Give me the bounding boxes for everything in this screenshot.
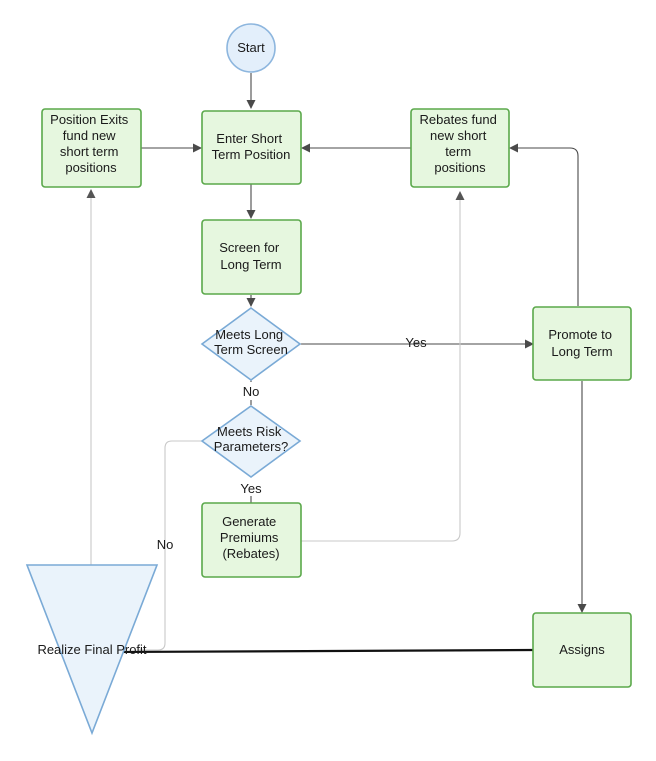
node-rebates-fund: Rebates fund new short term positions	[410, 108, 510, 188]
svg-text:Position Exits fund new: Position Exits fund new short term posit…	[50, 112, 132, 175]
svg-text:Meets Risk Parameters?: Meets Risk Parameters?	[214, 424, 288, 454]
node-generate-premiums-label-1: Premiums	[220, 530, 279, 545]
node-meets-long-label-1: Term Screen	[214, 342, 288, 357]
node-rebates-fund-label-2: term	[445, 144, 471, 159]
node-start-label-0: Start	[237, 40, 265, 55]
edge-assigns-to-realize	[117, 648, 534, 654]
node-generate-premiums-label-2: (Rebates)	[222, 546, 279, 561]
edge-generate-to-rebates	[301, 191, 465, 542]
svg-text:Promote to Long Term: Promote to Long Term	[548, 327, 615, 359]
svg-text:Realize Final Profit: Realize Final Profit	[37, 642, 146, 657]
node-realize-profit: Realize Final Profit	[25, 564, 159, 736]
node-position-exits-label-0: Position Exits	[50, 112, 129, 127]
node-promote-long: Promote to Long Term	[532, 306, 632, 381]
node-position-exits-label-1: fund new	[63, 128, 116, 143]
node-generate-premiums: Generate Premiums (Rebates)	[201, 502, 302, 578]
edge-meetsrisk-to-realize	[138, 440, 206, 651]
svg-text:Start: Start	[237, 40, 265, 55]
node-promote-long-label-1: Long Term	[551, 344, 612, 359]
node-meets-risk-label-1: Parameters?	[214, 439, 288, 454]
node-meets-risk: Meets Risk Parameters?	[200, 405, 302, 478]
node-meets-risk-label-0: Meets Risk	[217, 424, 282, 439]
svg-text:Screen for Long Term: Screen for Long Term	[219, 240, 283, 272]
edge-label-yes-risk: Yes	[240, 481, 262, 496]
node-screen-long-label-0: Screen for	[219, 240, 280, 255]
node-enter-short-label-0: Enter Short	[216, 131, 282, 146]
node-start: Start	[226, 23, 276, 73]
node-generate-premiums-label-0: Generate	[222, 514, 276, 529]
node-assigns-label-0: Assigns	[559, 642, 605, 657]
svg-text:Rebates fund new short: Rebates fund new short term positions	[420, 112, 501, 175]
node-meets-long: Meets Long Term Screen	[200, 307, 302, 381]
svg-text:Assigns: Assigns	[559, 642, 605, 657]
edge-label-no-risk: No	[157, 537, 174, 552]
node-screen-long-label-1: Long Term	[220, 257, 281, 272]
node-realize-profit-label-0: Realize Final Profit	[37, 642, 146, 657]
node-position-exits-label-2: short term	[60, 144, 119, 159]
svg-text:Generate Premiums: Generate Premiums (Rebates)	[220, 514, 282, 561]
edge-promote-to-rebates	[509, 143, 579, 306]
node-enter-short: Enter Short Term Position	[201, 110, 302, 185]
node-rebates-fund-label-1: new short	[430, 128, 487, 143]
edge-label-no-long: No	[243, 384, 260, 399]
node-meets-long-label-0: Meets Long	[215, 327, 283, 342]
node-assigns: Assigns	[532, 612, 632, 688]
node-position-exits-label-3: positions	[65, 160, 117, 175]
node-position-exits: Position Exits fund new short term posit…	[41, 108, 142, 188]
node-screen-long: Screen for Long Term	[201, 219, 302, 295]
node-promote-long-label-0: Promote to	[548, 327, 612, 342]
edge-label-yes-long: Yes	[405, 335, 427, 350]
node-rebates-fund-label-0: Rebates fund	[420, 112, 497, 127]
svg-text:Enter Short Term Positio: Enter Short Term Position	[212, 131, 291, 162]
node-rebates-fund-label-3: positions	[434, 160, 486, 175]
svg-text:Meets Long Term Screen: Meets Long Term Screen	[214, 327, 288, 357]
node-enter-short-label-1: Term Position	[212, 147, 291, 162]
